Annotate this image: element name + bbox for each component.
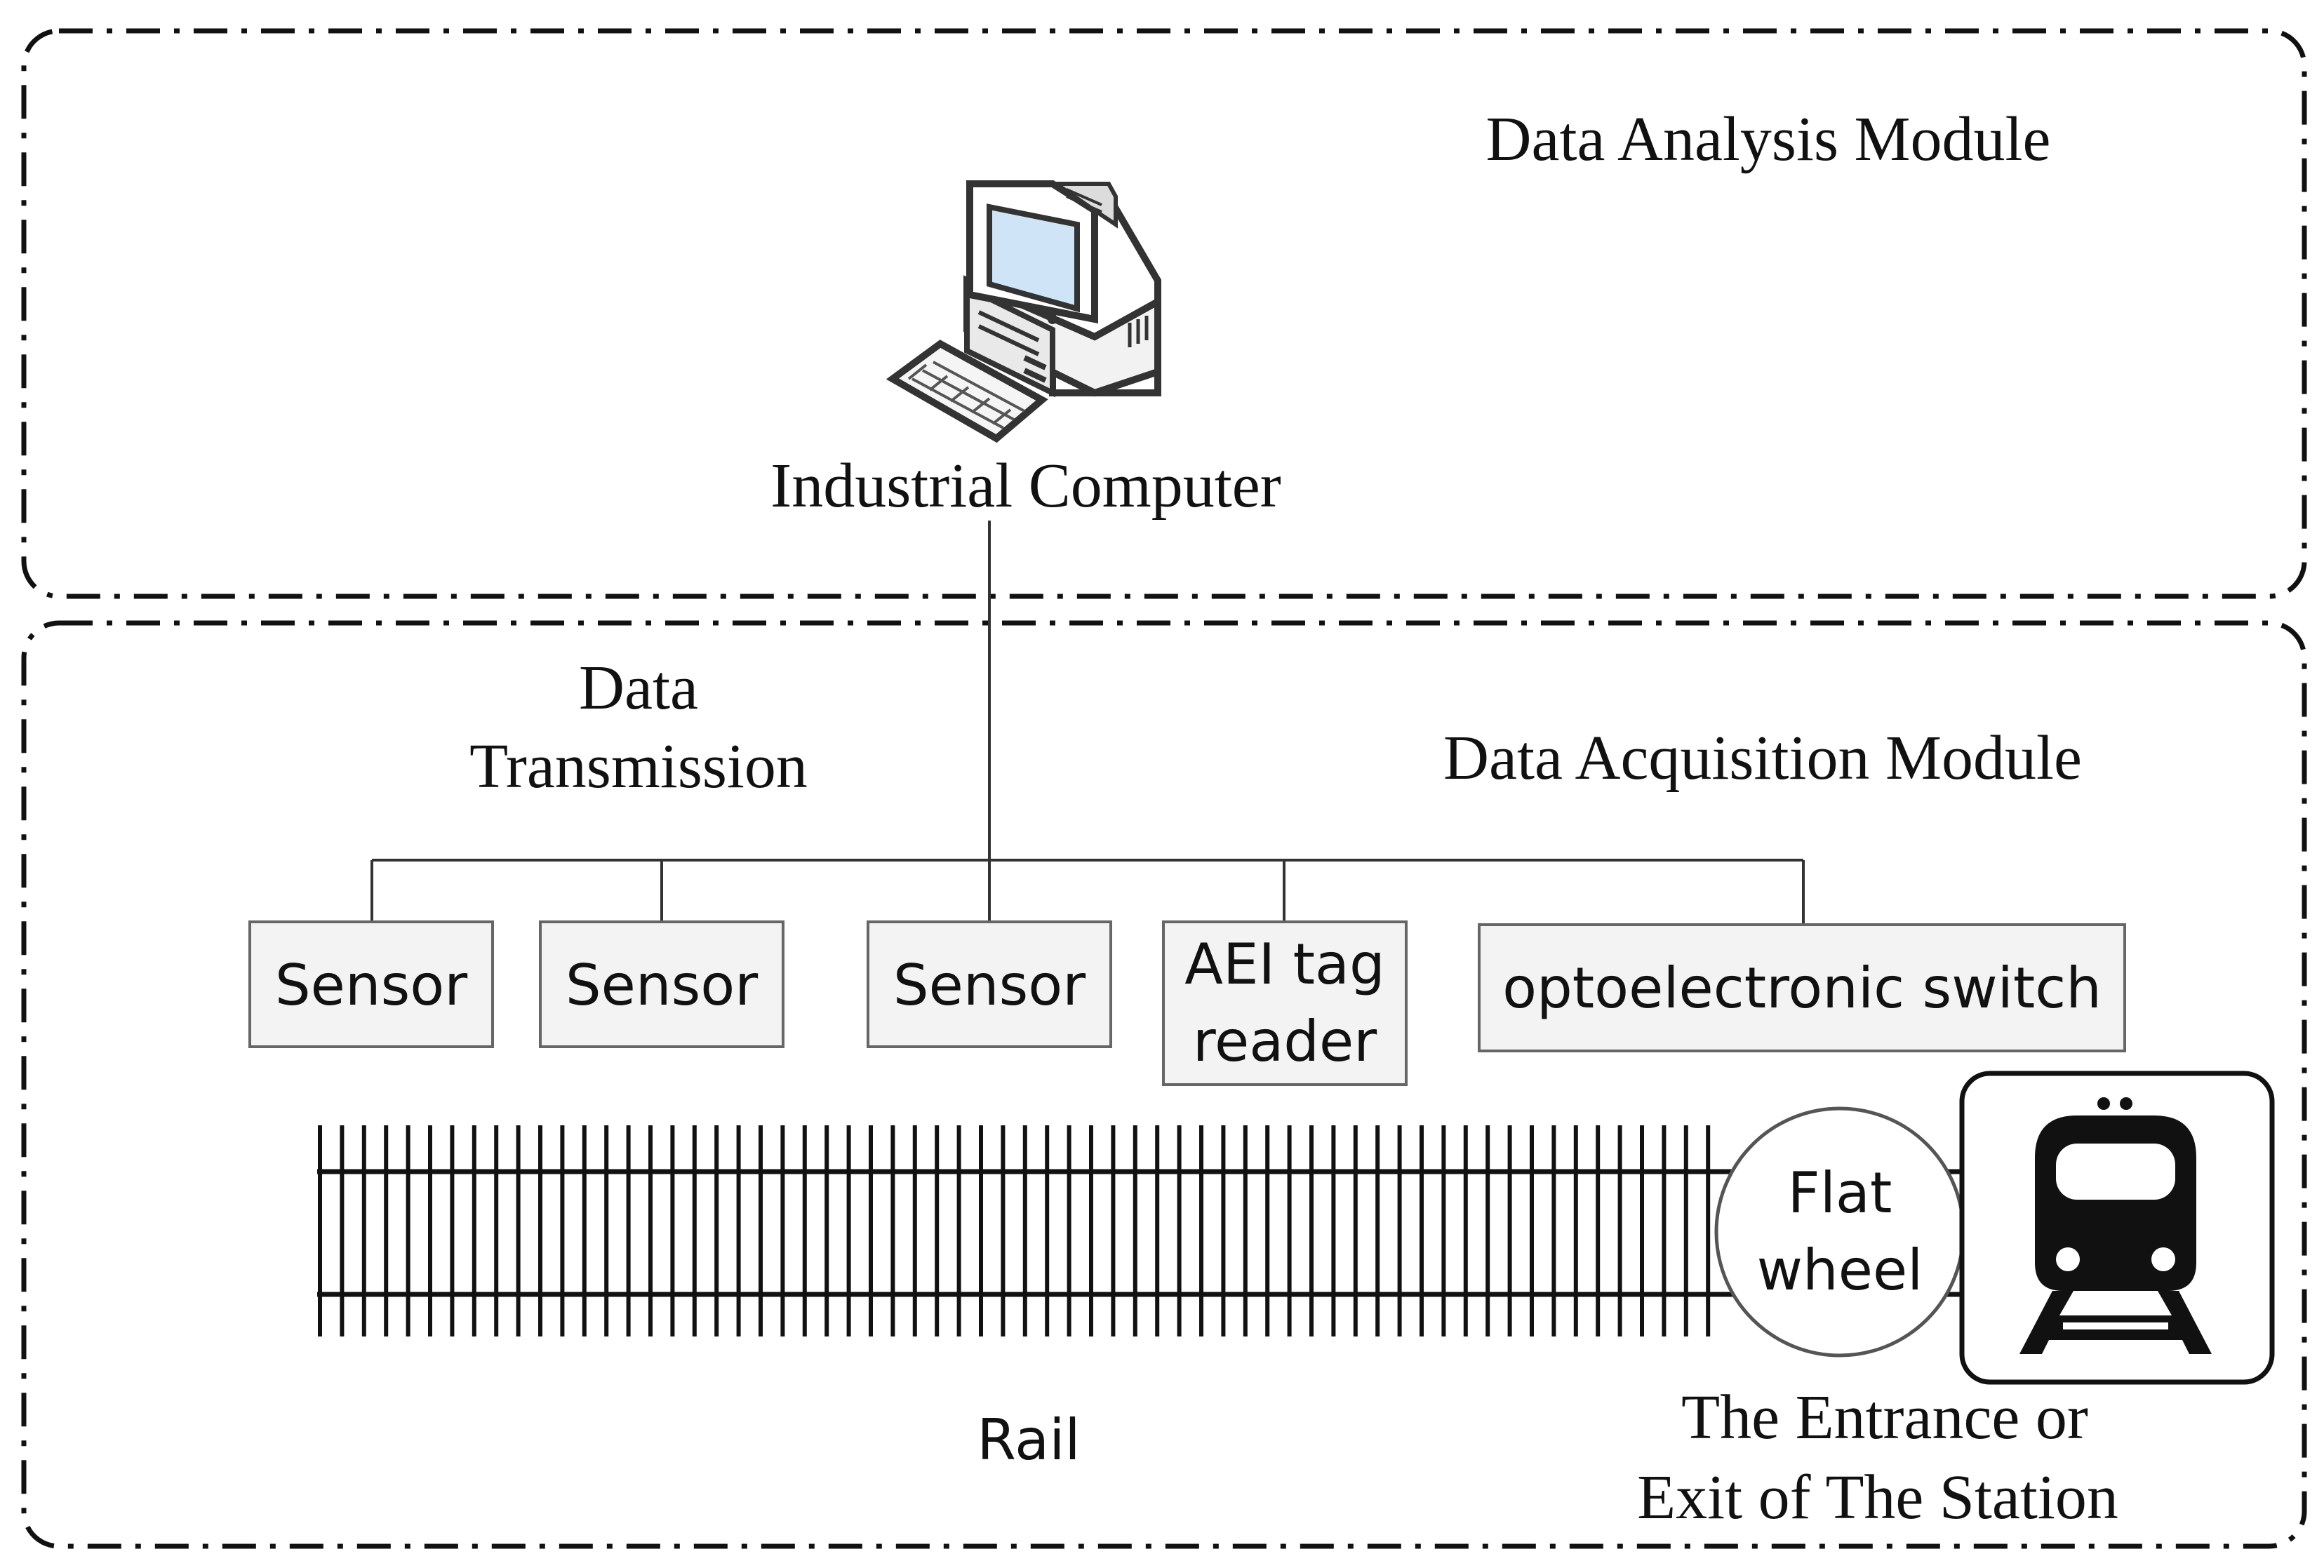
device-box-sensor-3: Sensor (867, 920, 1112, 1048)
device-label: Sensor (275, 953, 467, 1018)
data-acquisition-module-label: Data Acquisition Module (1443, 723, 2082, 793)
device-label: optoelectronic switch (1502, 956, 2102, 1021)
data-analysis-module-label: Data Analysis Module (1486, 105, 2051, 174)
rail-track (317, 1125, 1965, 1336)
data-acquisition-module-border (21, 620, 2307, 1549)
industrial-computer-label: Industrial Computer (770, 451, 1281, 521)
device-box-aei-tag-reader: AEI tag reader (1162, 920, 1408, 1086)
station-label-line2: Exit of The Station (1637, 1463, 2118, 1532)
flat-wheel-label-line1: Flat (1788, 1160, 1892, 1226)
data-analysis-module-border (21, 28, 2307, 599)
device-box-sensor-2: Sensor (539, 920, 784, 1048)
device-label-line1: AEI tag (1184, 932, 1384, 997)
device-box-optoelectronic-switch: optoelectronic switch (1478, 923, 2126, 1052)
station-label-line1: The Entrance or (1681, 1383, 2088, 1452)
train-icon (1959, 1071, 2275, 1385)
flat-wheel-label-line2: wheel (1757, 1238, 1923, 1303)
flat-wheel: Flat wheel (1714, 1106, 1965, 1358)
device-label-line2: reader (1193, 1009, 1377, 1074)
device-label: Sensor (893, 953, 1086, 1018)
device-box-sensor-1: Sensor (248, 920, 494, 1048)
device-label: Sensor (566, 953, 758, 1018)
desktop-computer-icon (886, 180, 1161, 443)
rail-label: Rail (977, 1407, 1080, 1473)
data-transmission-label-line2: Transmission (469, 732, 808, 801)
data-transmission-label-line1: Data (579, 653, 698, 723)
